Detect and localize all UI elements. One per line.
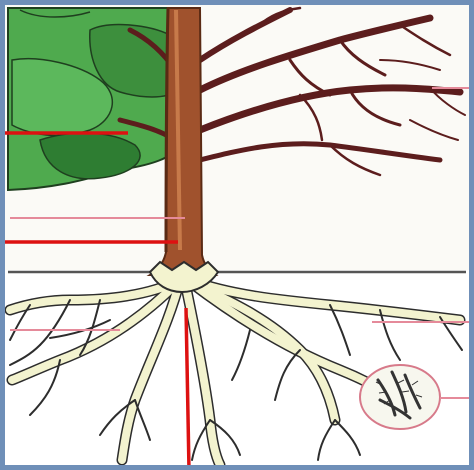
root-hairs-magnified xyxy=(360,365,440,429)
